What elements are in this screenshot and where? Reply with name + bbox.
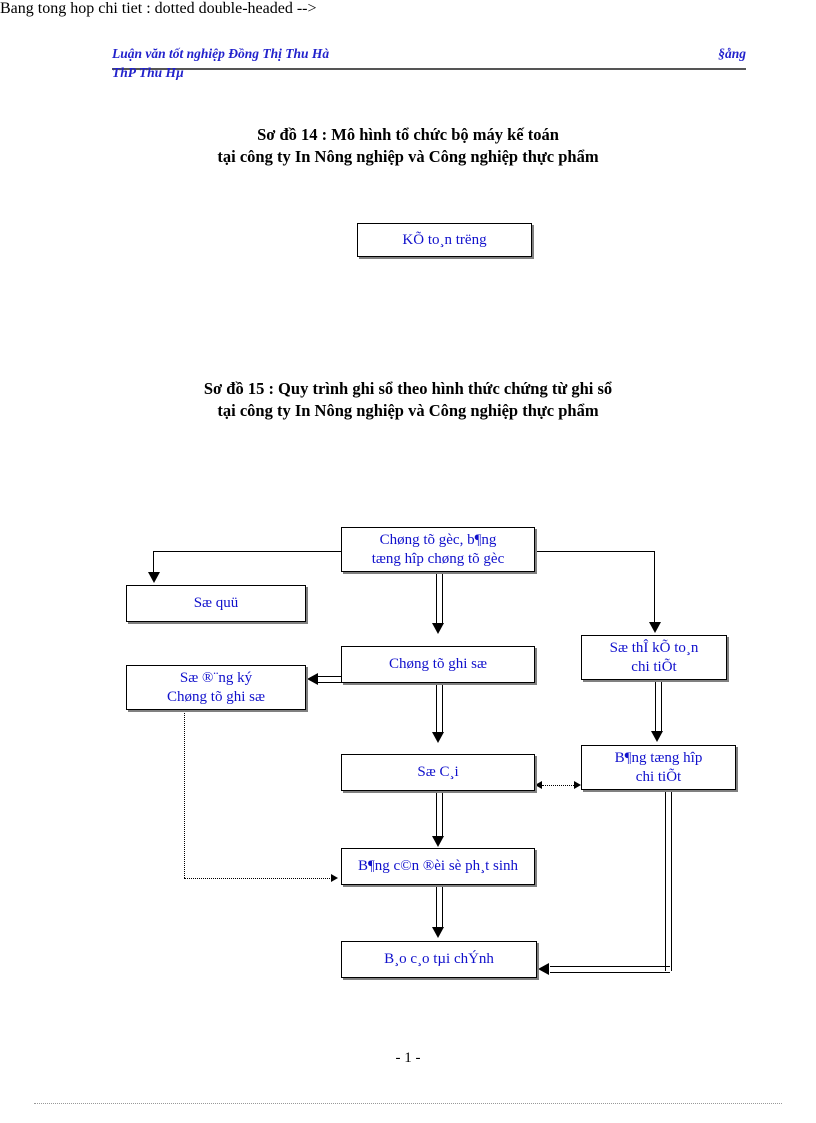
node-bao-cao-tai-chinh: B¸o c¸o tµi chÝnh <box>341 941 537 978</box>
node-chung-tu-goc-line-2: tæng hîp chøng tõ gèc <box>371 550 505 567</box>
connector-chungtughiso-to-socai <box>436 683 443 733</box>
header-divider <box>112 68 746 70</box>
node-chung-tu-goc-line-1: Chøng tõ gèc, b¶ng <box>379 531 497 548</box>
node-so-quy-label: Sæ quü <box>193 595 239 611</box>
node-so-the-line-2: chi tiÕt <box>631 658 677 675</box>
arrowhead-dotted-into-socai <box>535 781 542 789</box>
arrowhead-into-bangcandoi <box>432 836 444 847</box>
connector-chungtugoc-to-chungtughiso <box>436 572 443 624</box>
arrowhead-dotted-into-bangtonghop <box>574 781 581 789</box>
node-so-cai-label: Sæ C¸i <box>417 764 459 780</box>
connector-bangcandoi-to-baocao <box>436 885 443 928</box>
node-chung-tu-ghi-so: Chøng tõ ghi sæ <box>341 646 535 683</box>
arrowhead-into-baocao <box>432 927 444 938</box>
diagram-14-title-line-1: Sơ đồ 14 : Mô hình tổ chức bộ máy kế toá… <box>257 125 559 144</box>
header-line-1: Luận văn tốt nghiệp Đồng Thị Thu Hà §ång <box>112 46 746 64</box>
arrowhead-into-chungtughiso <box>432 623 444 634</box>
arrowhead-into-socai <box>432 732 444 743</box>
node-ke-toan-truong-label: KÕ to¸n trëng <box>402 231 487 248</box>
node-bang-can-doi-label: B¶ng c©n ®èi sè ph¸t sinh <box>358 858 518 874</box>
diagram-14-title: Sơ đồ 14 : Mô hình tổ chức bộ máy kế toá… <box>0 124 816 168</box>
node-so-dang-ky-line-2: Chøng tõ ghi sæ <box>167 688 265 705</box>
node-so-the-line-1: Sæ thÎ kÕ to¸n <box>609 639 699 656</box>
node-so-dang-ky: Sæ ®¨ng ký Chøng tõ ghi sæ <box>126 665 306 710</box>
diagram-15-title-line-1: Sơ đồ 15 : Quy trình ghi sổ theo hình th… <box>203 379 613 398</box>
connector-chungtugoc-to-soquy-vertical <box>153 551 154 573</box>
arrowhead-into-bangtonghop <box>651 731 663 742</box>
arrowhead-into-soquy <box>148 572 160 583</box>
connector-sodangky-dotted-horizontal <box>184 878 334 879</box>
connector-bangtonghop-to-baocao-horizontal <box>550 966 670 973</box>
connector-socai-bangtonghop-dotted <box>542 785 574 786</box>
connector-bangtonghop-to-baocao-vertical <box>665 790 672 971</box>
connector-chungtughiso-to-sodangky <box>318 676 342 683</box>
node-chung-tu-goc: Chøng tõ gèc, b¶ng tæng hîp chøng tõ gèc <box>341 527 535 572</box>
diagram-15-title: Sơ đồ 15 : Quy trình ghi sổ theo hình th… <box>0 378 816 422</box>
node-bao-cao-label: B¸o c¸o tµi chÝnh <box>384 951 494 967</box>
node-bang-tong-hop-chi-tiet: B¶ng tæng hîp chi tiÕt <box>581 745 736 790</box>
diagram-15-title-line-2: tại công ty In Nông nghiệp và Công nghiệ… <box>217 401 599 420</box>
node-bang-can-doi-so-phat-sinh: B¶ng c©n ®èi sè ph¸t sinh <box>341 848 535 885</box>
node-bang-tong-hop-line-1: B¶ng tæng hîp <box>614 749 703 766</box>
header-line-2: ThP Thu Hµ <box>112 65 184 80</box>
node-chung-tu-ghi-so-label: Chøng tõ ghi sæ <box>389 656 487 672</box>
connector-socai-to-bangcandoi <box>436 791 443 837</box>
node-ke-toan-truong: KÕ to¸n trëng <box>357 223 532 257</box>
page-number: - 1 - <box>395 1050 421 1066</box>
header-left-text: Luận văn tốt nghiệp Đồng Thị Thu Hà <box>112 46 330 61</box>
footer-divider <box>34 1103 782 1104</box>
header-right-text: §ång <box>718 46 746 61</box>
node-bang-tong-hop-line-2: chi tiÕt <box>635 768 682 785</box>
node-so-dang-ky-line-1: Sæ ®¨ng ký <box>179 669 253 686</box>
diagram-14-title-line-2: tại công ty In Nông nghiệp và Công nghiệ… <box>217 147 599 166</box>
arrowhead-into-sodangky <box>307 673 318 685</box>
page-header: Luận văn tốt nghiệp Đồng Thị Thu Hà §ång… <box>112 46 746 92</box>
connector-chungtugoc-to-sothe-horizontal <box>533 551 655 552</box>
node-so-cai: Sæ C¸i <box>341 754 535 791</box>
connector-chungtugoc-to-soquy-horizontal <box>153 551 343 552</box>
arrowhead-into-baocao-from-right <box>538 963 549 975</box>
arrowhead-into-sothe <box>649 622 661 633</box>
connector-chungtugoc-to-sothe-vertical <box>654 551 655 623</box>
node-so-quy: Sæ quü <box>126 585 306 622</box>
arrowhead-dotted-into-bangcandoi <box>331 874 338 882</box>
connector-sothe-to-bangtonghop <box>655 680 662 732</box>
connector-sodangky-dotted-vertical <box>184 710 185 878</box>
node-so-the-ke-toan-chi-tiet: Sæ thÎ kÕ to¸n chi tiÕt <box>581 635 727 680</box>
